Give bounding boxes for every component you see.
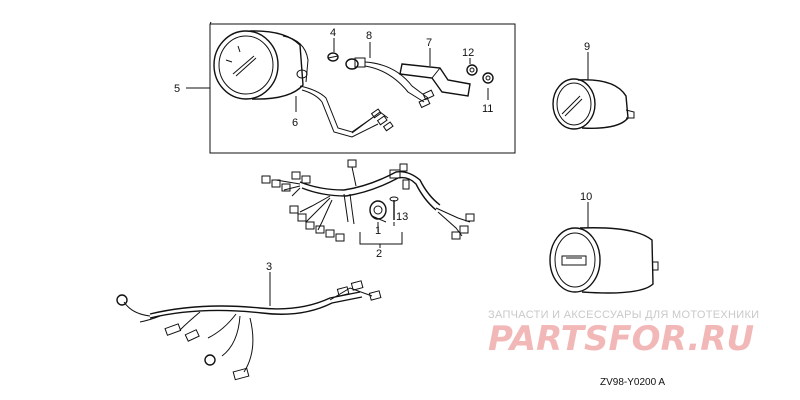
callout-9: 9: [584, 41, 590, 53]
callout-10: 10: [580, 191, 592, 203]
callout-3: 3: [266, 261, 272, 273]
meter-bracket: [399, 63, 471, 97]
meter-cord: [299, 85, 394, 138]
callout-8: 8: [366, 30, 372, 42]
callout-labels: 1 2 3 4 5 6 7 8 9 10 11 12 13: [174, 27, 592, 273]
callout-6: 6: [292, 117, 298, 129]
bulb-socket-cord: [345, 57, 435, 109]
hex-nut: [482, 72, 494, 84]
diagram-code: ZV98-Y0200 A: [600, 377, 665, 388]
watermark: ЗАПЧАСТИ И АКСЕССУАРЫ ДЛЯ МОТОТЕХНИКИ PA…: [488, 309, 759, 359]
callout-5: 5: [174, 83, 180, 95]
callout-13: 13: [396, 211, 408, 223]
fuel-meter-gauge: [549, 227, 659, 294]
callout-2: 2: [376, 248, 382, 260]
callout-12: 12: [462, 47, 474, 59]
bulb: [327, 52, 339, 62]
callout-11: 11: [482, 103, 493, 115]
tachometer-gauge: [213, 30, 309, 100]
callout-1: 1: [375, 225, 381, 237]
meter-assembly-box: [209, 21, 516, 154]
harness-clamp: [369, 200, 387, 223]
hour-meter-gauge: [552, 78, 635, 130]
watermark-tagline: ЗАПЧАСТИ И АКСЕССУАРЫ ДЛЯ МОТОТЕХНИКИ: [488, 309, 759, 321]
watermark-logo: PARTSFOR.RU: [488, 319, 754, 359]
leader-lines: [186, 38, 589, 306]
screw: [389, 196, 399, 220]
main-wire-harness: [261, 159, 475, 242]
callout-4: 4: [330, 27, 336, 39]
washer: [466, 64, 478, 76]
sub-wire-harness: [116, 280, 382, 381]
callout-7: 7: [426, 37, 432, 49]
